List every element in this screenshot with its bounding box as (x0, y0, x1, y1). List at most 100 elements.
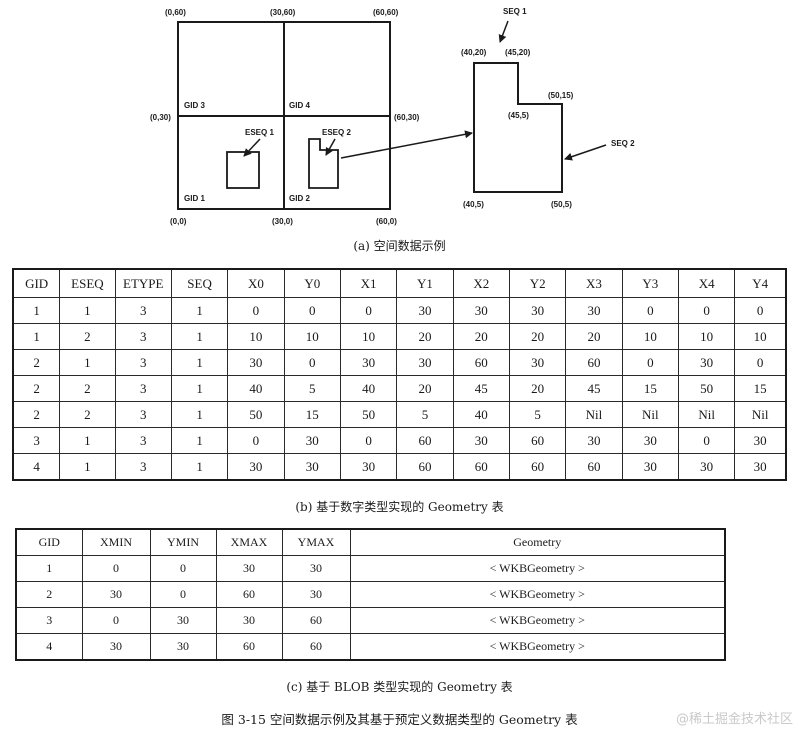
table-cell: 3 (114, 297, 172, 324)
table-cell: 20 (508, 375, 567, 402)
table-cell: 60 (452, 349, 510, 376)
column-header: Y0 (283, 268, 341, 298)
table-cell: 30 (508, 297, 567, 324)
table-cell: 1 (170, 349, 229, 376)
table-cell: 10 (283, 323, 341, 350)
table-cell: 1 (59, 297, 116, 324)
table-cell: 30 (283, 427, 341, 454)
table-cell: 30 (396, 349, 454, 376)
table-cell: 30 (677, 349, 736, 376)
table-cell: 30 (215, 555, 283, 582)
table-cell: 50 (339, 401, 398, 428)
table-cell: Nil (565, 401, 623, 428)
table-cell: 30 (677, 453, 736, 481)
table-cell: 2 (59, 401, 116, 428)
label-50-5: (50,5) (551, 200, 572, 209)
table-cell: 2 (59, 375, 116, 402)
table-cell: 1 (170, 427, 229, 454)
table-cell: 0 (81, 607, 151, 634)
table-cell: 0 (734, 297, 787, 324)
table-cell: < WKBGeometry > (349, 607, 726, 634)
table-cell: < WKBGeometry > (349, 555, 726, 582)
table-cell: 50 (227, 401, 285, 428)
table-cell: 3 (12, 427, 61, 454)
caption-a: (a) 空间数据示例 (353, 239, 446, 253)
table-cell: 30 (508, 349, 567, 376)
label-40-5: (40,5) (463, 200, 484, 209)
table-cell: 30 (227, 349, 285, 376)
table-cell: 2 (12, 349, 61, 376)
table-cell: 10 (677, 323, 736, 350)
table-cell: 5 (283, 375, 341, 402)
table-cell: 30 (149, 633, 217, 661)
table-cell: 45 (452, 375, 510, 402)
table-cell: 40 (339, 375, 398, 402)
table-cell: 60 (215, 633, 283, 661)
gid1-label: GID 1 (184, 194, 205, 203)
label-0-60: (0,60) (165, 8, 186, 17)
table-cell: 0 (227, 297, 285, 324)
detail-polygon (473, 62, 563, 193)
table-cell: 60 (281, 607, 351, 634)
table-cell: 15 (621, 375, 680, 402)
table-cell: 0 (677, 427, 736, 454)
table-cell: < WKBGeometry > (349, 633, 726, 661)
gid3-label: GID 3 (184, 101, 205, 110)
label-50-15: (50,15) (548, 91, 574, 100)
table-cell: 30 (452, 427, 510, 454)
table-cell: 1 (12, 297, 61, 324)
table-cell: 30 (149, 607, 217, 634)
table-cell: 1 (59, 453, 116, 481)
table-cell: 4 (12, 453, 61, 481)
label-60-30: (60,30) (394, 113, 420, 122)
column-header: GID (15, 528, 83, 556)
table-cell: 45 (565, 375, 623, 402)
table-cell: 2 (59, 323, 116, 350)
table-cell: 0 (149, 555, 217, 582)
table-cell: 5 (508, 401, 567, 428)
table-cell: 40 (227, 375, 285, 402)
table-cell: 30 (339, 349, 398, 376)
table-cell: 60 (508, 453, 567, 481)
column-header: XMAX (215, 528, 283, 556)
table-cell: 60 (452, 453, 510, 481)
table-cell: 60 (565, 349, 623, 376)
eseq2-arrow (325, 138, 336, 156)
table-cell: Nil (734, 401, 787, 428)
label-40-20: (40,20) (461, 48, 487, 57)
table-cell: 1 (59, 349, 116, 376)
table-cell: Nil (621, 401, 680, 428)
table-cell: 30 (734, 427, 787, 454)
gid4-label: GID 4 (289, 101, 310, 110)
table-cell: 1 (59, 427, 116, 454)
column-header: Y3 (621, 268, 680, 298)
table-cell: 0 (339, 297, 398, 324)
table-cell: 0 (81, 555, 151, 582)
table-cell: 0 (621, 349, 680, 376)
column-header: YMAX (281, 528, 351, 556)
table-cell: 3 (114, 401, 172, 428)
table-cell: 60 (281, 633, 351, 661)
label-30-60: (30,60) (270, 8, 296, 17)
table-cell: 4 (15, 633, 83, 661)
table-cell: 10 (339, 323, 398, 350)
table-cell: 30 (227, 453, 285, 481)
table-cell: 60 (215, 581, 283, 608)
table-cell: 20 (508, 323, 567, 350)
zoom-arrow (340, 130, 473, 159)
table-cell: 30 (452, 297, 510, 324)
table-cell: 30 (396, 297, 454, 324)
table-cell: 10 (227, 323, 285, 350)
table-cell: 20 (565, 323, 623, 350)
table-cell: 10 (621, 323, 680, 350)
table-cell: 1 (170, 323, 229, 350)
table-cell: 20 (396, 323, 454, 350)
column-header: ESEQ (59, 268, 116, 298)
table-cell: 0 (149, 581, 217, 608)
seq2-label: SEQ 2 (611, 139, 635, 148)
